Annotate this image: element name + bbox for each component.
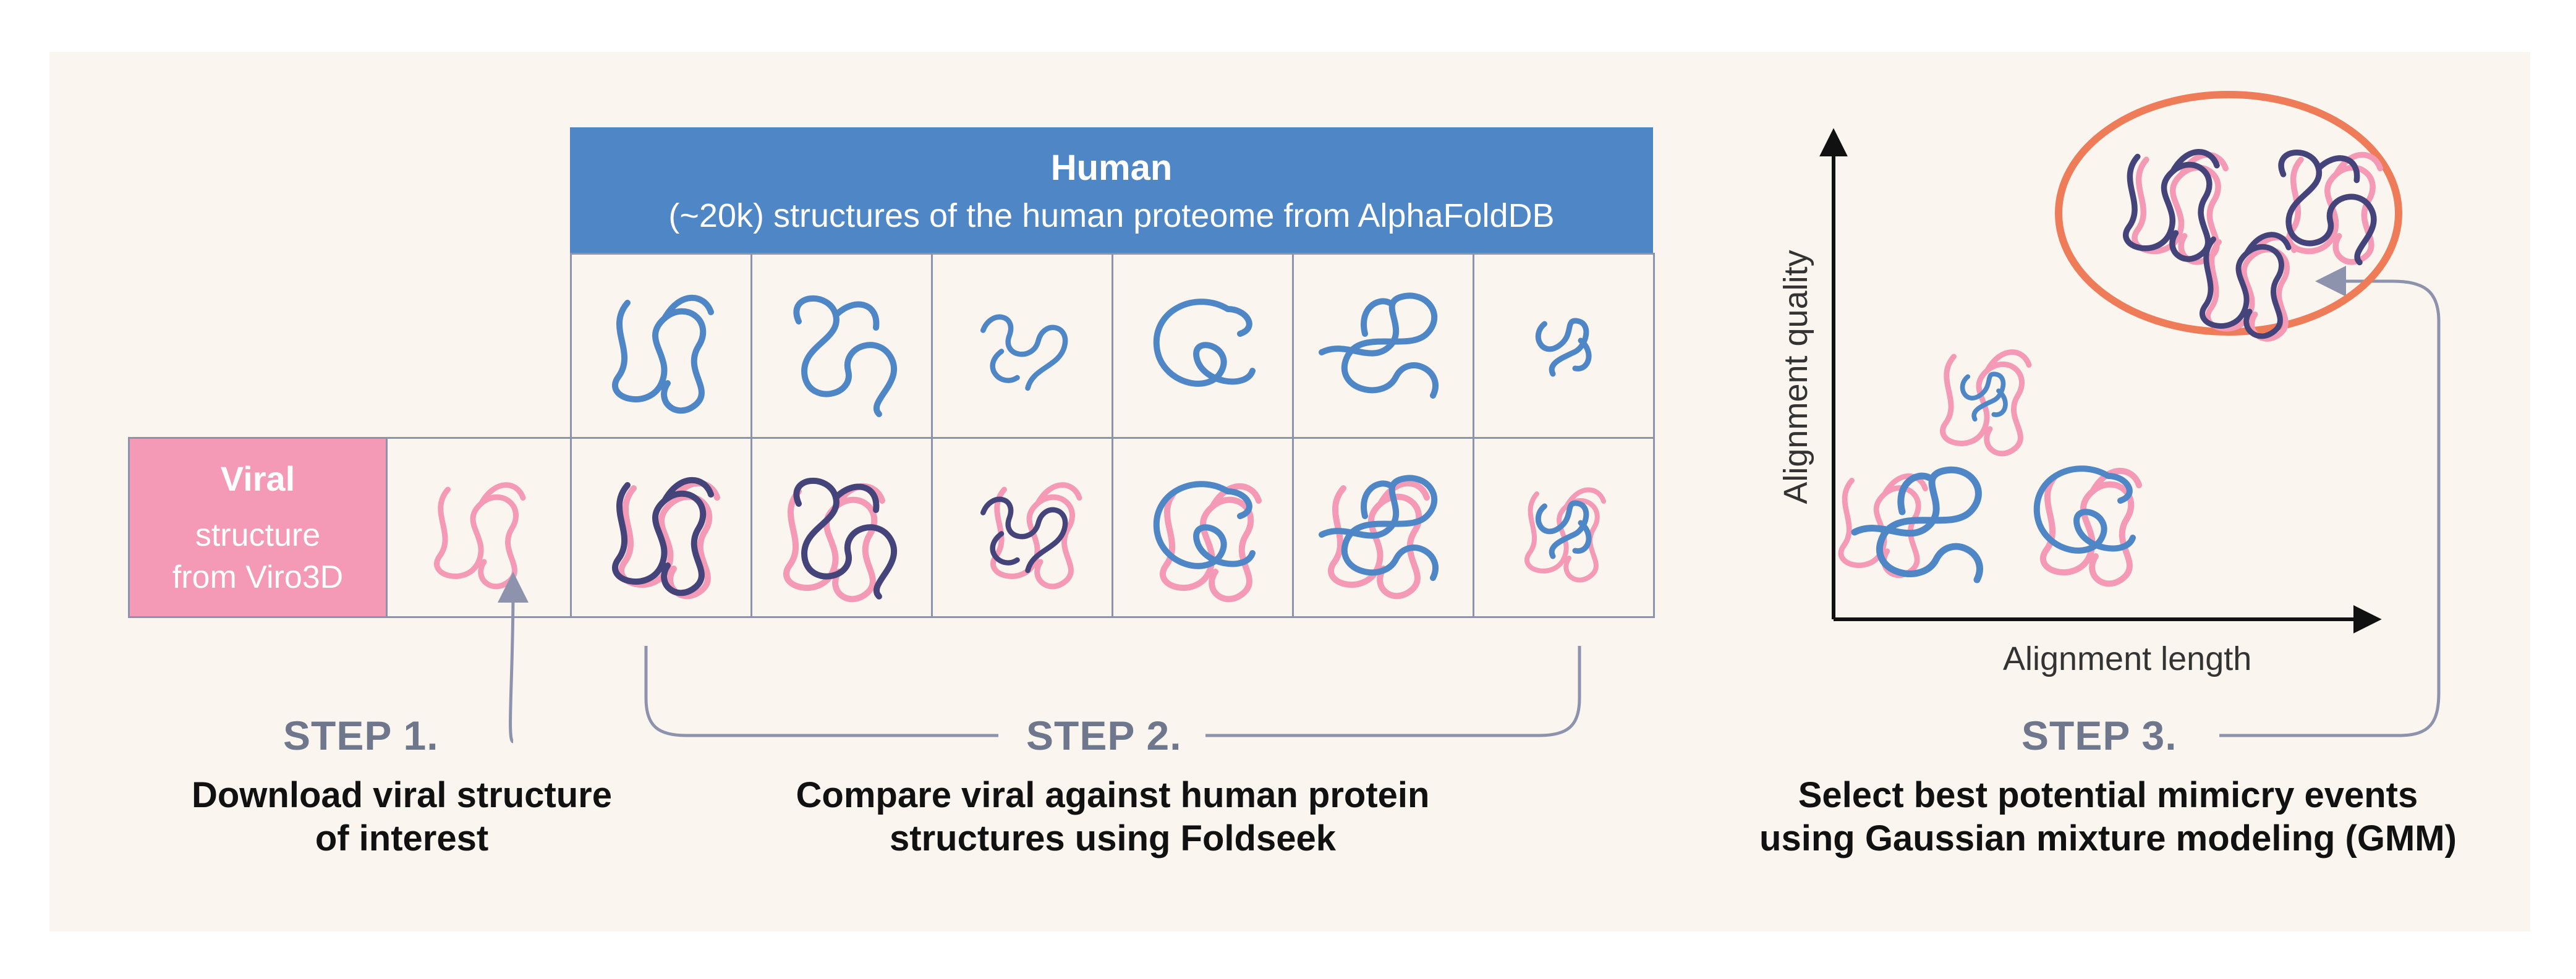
protein-ribbon-pink-icon: [436, 485, 523, 587]
step3-description: Select best potential mimicry events usi…: [1706, 774, 2510, 860]
step3-arrow: [2219, 266, 2441, 737]
step1-line-1: Download viral structure: [191, 775, 613, 815]
step1-label: STEP 1.: [283, 713, 439, 758]
overlay-structures-row: [615, 478, 1604, 599]
human-structures-row: [615, 295, 1589, 414]
step1-description: Download viral structure of interest: [105, 774, 699, 860]
human-cell-6: [1473, 253, 1655, 439]
step3-label: STEP 3.: [2021, 713, 2177, 758]
viral-line-1: structure: [195, 517, 321, 553]
step2-bracket: [644, 646, 1581, 737]
protein-ribbon-blue-icon: [983, 317, 1065, 388]
human-cell-5: [1292, 253, 1474, 439]
human-header: Human (~20k) structures of the human pro…: [570, 127, 1653, 255]
protein-ribbon-blue-icon: [1538, 321, 1589, 374]
viral-label-box: Viral structure from Viro3D: [128, 437, 388, 618]
step3-line-1: Select best potential mimicry events: [1798, 775, 2418, 815]
overlay-cell-2: [750, 437, 933, 618]
protein-ribbon-blue-icon: [615, 298, 711, 410]
plot-cluster-best: [2126, 152, 2381, 339]
y-axis-arrowhead: [1819, 128, 1848, 156]
step3-line-2: using Gaussian mixture modeling (GMM): [1759, 818, 2457, 858]
human-cell-1: [570, 253, 752, 439]
x-axis-label: Alignment length: [2003, 640, 2252, 677]
protein-overlay-icon: [786, 481, 894, 599]
protein-overlay-icon: [1527, 490, 1604, 580]
protein-overlay-icon: [615, 480, 717, 596]
protein-overlay-icon: [983, 485, 1079, 587]
protein-overlay-icon: [1322, 478, 1435, 596]
plot-cluster-low: [1841, 352, 2139, 584]
step2-label: STEP 2.: [1026, 713, 1182, 758]
human-subtitle: (~20k) structures of the human proteome …: [668, 197, 1555, 234]
viral-structure-cell: [386, 437, 572, 618]
step2-line-2: structures using Foldseek: [890, 818, 1336, 858]
protein-ribbon-blue-icon: [1322, 295, 1435, 396]
step2-description: Compare viral against human protein stru…: [711, 774, 1515, 860]
best-matches-ellipse: [2055, 91, 2402, 336]
overlay-cell-3: [931, 437, 1113, 618]
viral-line-2: from Viro3D: [172, 559, 344, 595]
plot-axes: [1819, 128, 2382, 634]
step1-arrow: [497, 572, 529, 744]
viral-title: Viral: [220, 459, 295, 498]
protein-ribbon-blue-icon: [1157, 302, 1252, 384]
step1-line-2: of interest: [315, 818, 489, 858]
step2-line-1: Compare viral against human protein: [796, 775, 1430, 815]
viral-subtitle: structure from Viro3D: [130, 514, 386, 598]
human-title: Human: [1050, 148, 1173, 188]
y-axis-label: Alignment quality: [1777, 250, 1814, 504]
protein-ribbon-blue-icon: [796, 299, 894, 414]
protein-overlay-icon: [1157, 484, 1259, 599]
x-axis-arrowhead: [2353, 605, 2382, 634]
